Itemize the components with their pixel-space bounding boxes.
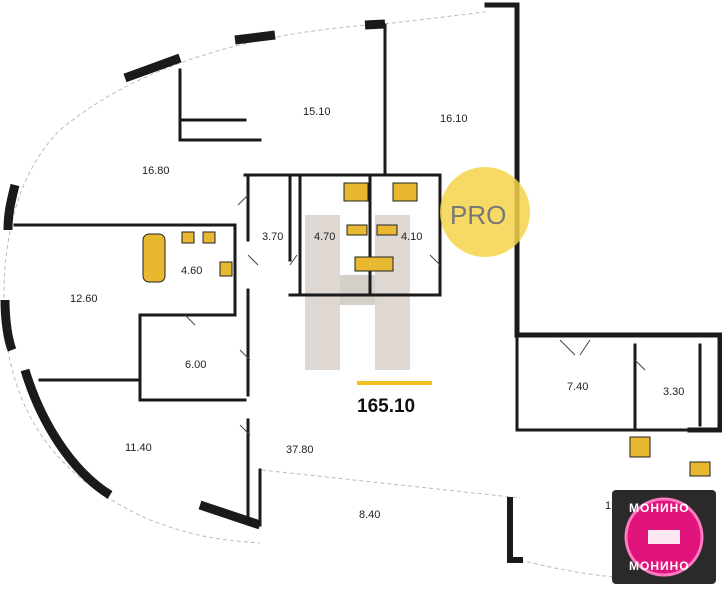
watermark-logo (305, 215, 410, 370)
room-6-00-label: 6.00 (185, 359, 206, 371)
doors (184, 194, 646, 436)
room-4-70-label: 4.70 (314, 231, 335, 243)
room-3-70-label: 3.70 (262, 231, 283, 243)
balcony-outline-bottom (261, 469, 626, 579)
room-15-10-label: 15.10 (303, 106, 331, 118)
room-3-30-label: 3.30 (663, 386, 684, 398)
bathtub-icon (142, 233, 166, 283)
room-11-40-label: 11.40 (125, 442, 152, 454)
sink-icon-4 (392, 182, 418, 202)
pro-badge: PRO (440, 167, 530, 257)
toilet-icon-2 (346, 224, 368, 236)
room-12-60-label: 12.60 (70, 293, 98, 305)
room-4-10-label: 4.10 (401, 231, 422, 243)
sink-icon (181, 231, 195, 244)
total-area: 165.10 (357, 396, 415, 417)
room-16-80-label: 16.80 (142, 165, 170, 177)
sink-icon-2 (202, 231, 216, 244)
pro-badge-label: PRO (450, 200, 506, 230)
brand-badge-bottom: МОНИНО (629, 559, 690, 573)
room-16-10-label: 16.10 (440, 113, 468, 125)
room-partial-label: 1 (605, 500, 611, 512)
room-37-80-label: 37.80 (286, 444, 314, 456)
room-8-40-label: 8.40 (359, 509, 380, 521)
brand-badge-top: МОНИНО (629, 501, 690, 515)
sink-icon-5 (689, 461, 711, 477)
stove-icon (629, 436, 651, 458)
brand-badge: МОНИНО МОНИНО (612, 490, 716, 584)
toilet-icon-3 (376, 224, 398, 236)
shower-icon (354, 256, 394, 272)
fixtures (142, 182, 711, 477)
exterior-wall-segments (0, 19, 386, 530)
walls (13, 2, 722, 563)
sink-icon-3 (343, 182, 369, 202)
toilet-icon (219, 261, 233, 277)
room-7-40-label: 7.40 (567, 381, 588, 393)
room-4-60-label: 4.60 (181, 265, 202, 277)
